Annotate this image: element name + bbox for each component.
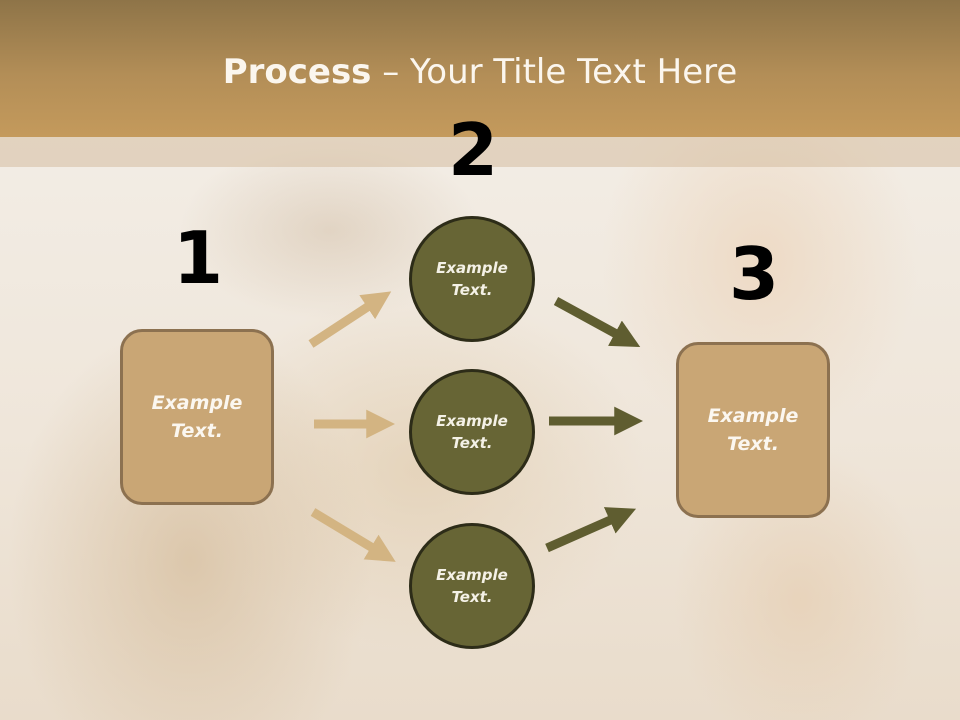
- arrow-left-to-top: [308, 291, 392, 348]
- arrow-left-to-bottom: [310, 508, 396, 562]
- left-box[interactable]: Example Text.: [120, 329, 274, 505]
- title-bar: [0, 0, 960, 137]
- circle-bottom[interactable]: Example Text.: [409, 523, 535, 649]
- circle-bottom-text: Example Text.: [436, 565, 508, 607]
- left-box-text: Example Text.: [151, 391, 243, 443]
- step-number-1: 1: [172, 216, 224, 300]
- arrow-top-to-right: [553, 297, 641, 348]
- right-box[interactable]: Example Text.: [676, 342, 830, 518]
- circle-top[interactable]: Example Text.: [409, 216, 535, 342]
- circle-middle-text: Example Text.: [436, 411, 508, 453]
- slide-title[interactable]: Process – Your Title Text Here: [0, 52, 960, 92]
- step-number-2: 2: [447, 108, 499, 192]
- title-bar-strip: [0, 137, 960, 167]
- step-number-3: 3: [728, 232, 780, 316]
- arrow-bottom-to-right: [545, 507, 637, 553]
- title-strong: Process: [222, 52, 372, 92]
- title-rest: – Your Title Text Here: [371, 52, 738, 92]
- circle-top-text: Example Text.: [436, 258, 508, 300]
- right-box-text: Example Text.: [707, 404, 799, 456]
- circle-middle[interactable]: Example Text.: [409, 369, 535, 495]
